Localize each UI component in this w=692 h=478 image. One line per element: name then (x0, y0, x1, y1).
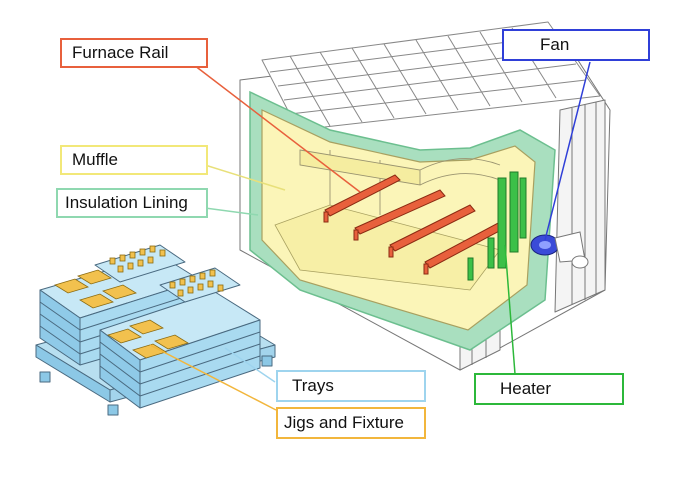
furnace-rail-leader (189, 61, 361, 193)
jigs-leader (149, 344, 277, 411)
muffle-label: Muffle (60, 145, 208, 175)
tray-stack (35, 244, 276, 416)
leader-lines (149, 61, 591, 411)
trays-label: Trays (276, 370, 426, 402)
fan-leader (544, 61, 591, 241)
insulation-lining-label: Insulation Lining (56, 188, 208, 218)
heater-elements (467, 171, 527, 281)
furnace-rail-label: Furnace Rail (60, 38, 208, 68)
insulation-leader (204, 207, 259, 216)
heater-leader (504, 244, 516, 375)
fan-label: Fan (502, 29, 650, 61)
trays-leader (224, 347, 276, 383)
jigs-and-fixture-label: Jigs and Fixture (276, 407, 426, 439)
fan-assembly (530, 231, 589, 269)
muffle-leader (204, 164, 286, 191)
jigs-and-fixtures (54, 245, 224, 359)
furnace-rails (323, 174, 506, 275)
heater-label: Heater (474, 373, 624, 405)
